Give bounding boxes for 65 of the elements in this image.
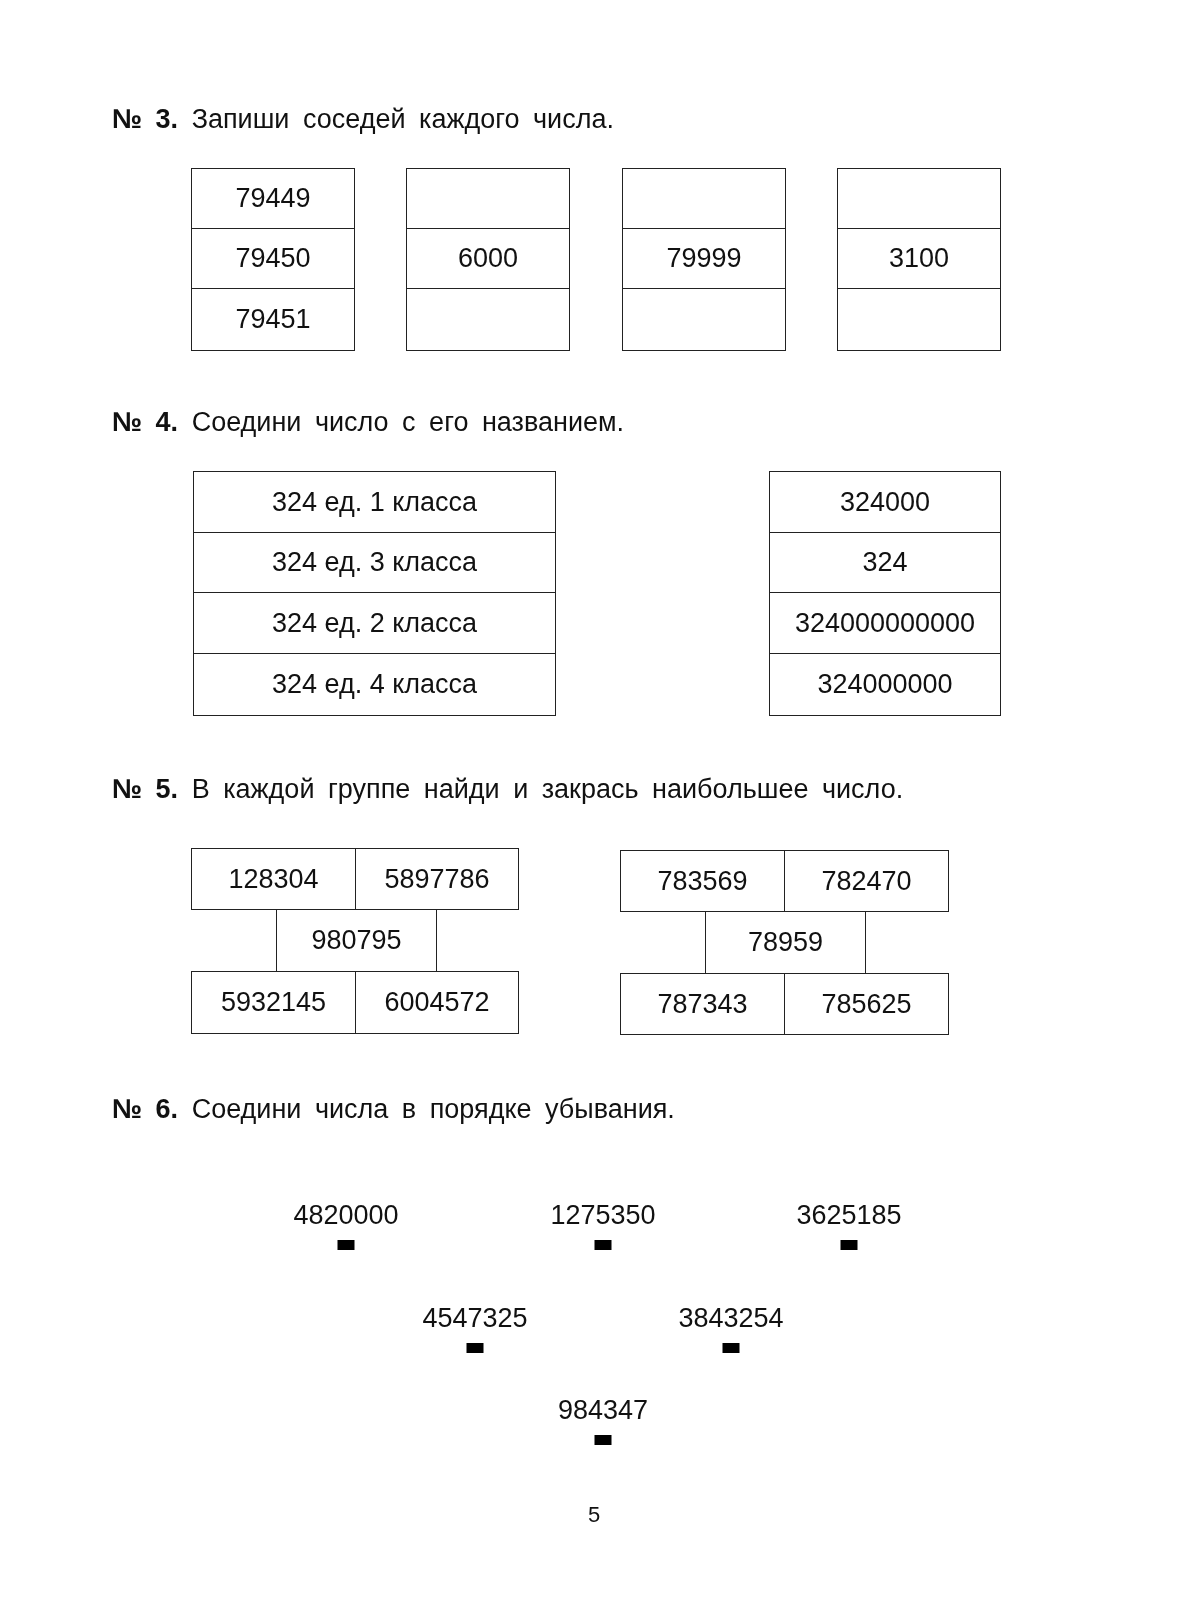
number-cell (191, 288, 355, 351)
number: 1275350 (550, 1200, 656, 1231)
number: 79999 (666, 243, 742, 274)
number-cell (705, 911, 866, 974)
number-cell (620, 850, 785, 912)
number: 4547325 (422, 1303, 528, 1334)
number: 324 (862, 547, 908, 578)
number: 78959 (747, 927, 824, 958)
number: 6000 (457, 243, 519, 274)
number-cell (769, 532, 1001, 593)
number: 79450 (235, 243, 311, 274)
number-cell (355, 971, 519, 1034)
page-number: 5 (587, 1502, 601, 1528)
answer-box (406, 168, 570, 229)
task-heading: № 6. Соедини числа в порядке убывания. (112, 1094, 675, 1125)
number-cell (191, 228, 355, 289)
number-cell (622, 228, 786, 289)
number: 324000 (839, 486, 931, 518)
number-cell (191, 168, 355, 229)
number: 3625185 (796, 1200, 902, 1231)
number: 324000000000 (794, 607, 976, 639)
number: 79449 (235, 183, 311, 214)
number-name: 324 ед. 1 класса (271, 486, 478, 518)
number-cell (193, 532, 556, 593)
number: 787343 (657, 988, 748, 1020)
number-cell (193, 592, 556, 654)
number: 785625 (821, 988, 912, 1020)
answer-box (406, 288, 570, 351)
answer-box (622, 288, 786, 351)
number: 984347 (557, 1395, 649, 1426)
number: 4820000 (293, 1200, 399, 1231)
number-cell (355, 848, 519, 910)
number: 782470 (821, 865, 912, 897)
number-cell (193, 653, 556, 716)
answer-box (622, 168, 786, 229)
number: 3843254 (678, 1303, 784, 1334)
number-name: 324 ед. 4 класса (271, 669, 478, 700)
number: 128304 (228, 863, 319, 895)
number: 6004572 (384, 987, 490, 1018)
number: 5932145 (220, 987, 327, 1018)
number: 783569 (657, 865, 748, 897)
number-cell (769, 592, 1001, 654)
number: 5897786 (384, 863, 490, 895)
number-cell (784, 850, 949, 912)
task-heading: № 5. В каждой группе найди и закрась наибольшее число. (112, 774, 904, 805)
number-cell (769, 471, 1001, 533)
answer-box (837, 168, 1001, 229)
task-heading: № 4. Соедини число с его названием. (112, 407, 625, 438)
number: 980795 (311, 925, 402, 956)
number: 79451 (235, 304, 311, 335)
number-name: 324 ед. 2 класса (271, 607, 478, 639)
number-cell (406, 228, 570, 289)
number-cell (276, 909, 437, 972)
number-cell (191, 848, 356, 910)
number-cell (784, 973, 949, 1035)
number-name: 324 ед. 3 класса (271, 547, 478, 578)
number-cell (769, 653, 1001, 716)
number-cell (837, 228, 1001, 289)
number: 3100 (888, 243, 950, 274)
number-cell (620, 973, 785, 1035)
task-heading: № 3. Запиши соседей каждого числа. (112, 104, 614, 135)
number-cell (191, 971, 356, 1034)
number: 324000000 (817, 669, 953, 700)
answer-box (837, 288, 1001, 351)
number-cell (193, 471, 556, 533)
